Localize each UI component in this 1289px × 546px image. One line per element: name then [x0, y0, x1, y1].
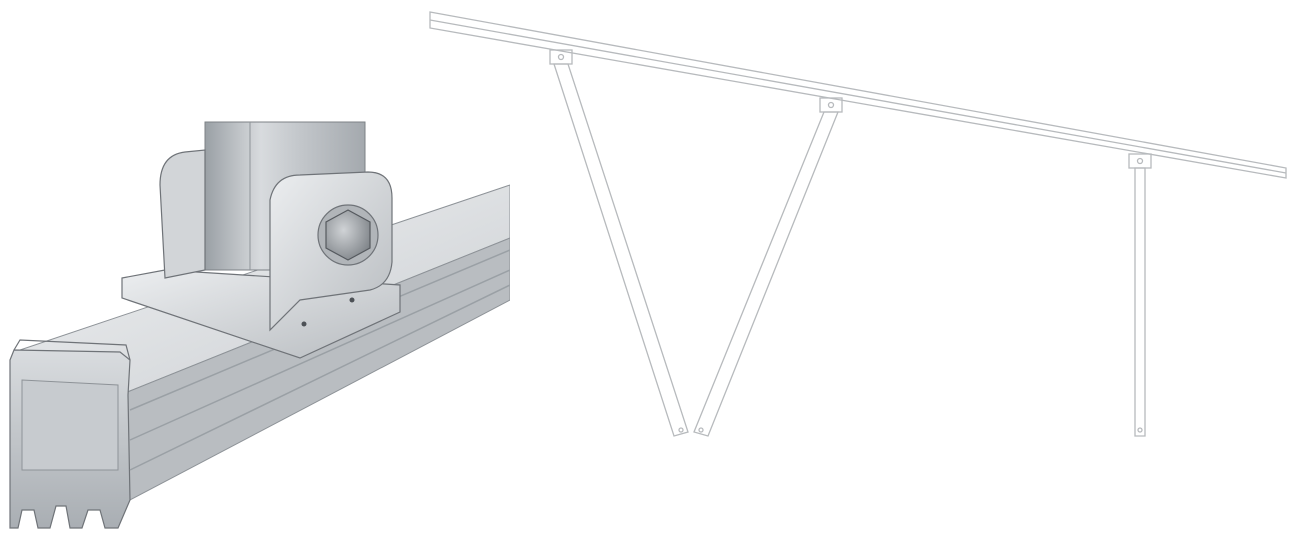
front-strut: [553, 63, 689, 437]
bracket-left-flange: [159, 149, 206, 279]
rail-end-inner-cavity: [21, 379, 119, 471]
rail-groove-line: [129, 284, 510, 471]
brace-foot-hole: [698, 427, 704, 433]
rail-connector: [1128, 153, 1152, 169]
detail-illustration: [9, 121, 510, 529]
plate-screw-hole: [301, 321, 307, 327]
top-rail: [429, 11, 1287, 179]
strut-foot-hole: [678, 427, 684, 433]
rail-groove-line: [129, 269, 510, 441]
leg-foot-hole: [1137, 427, 1143, 433]
rail-lip: [13, 339, 131, 361]
diagonal-brace: [693, 111, 839, 437]
rail-bracket-detail-view: [0, 0, 510, 546]
rear-leg: [1134, 167, 1146, 437]
connector-bolt: [827, 101, 835, 109]
hex-bolt-head: [325, 209, 371, 261]
plate-screw-hole: [349, 297, 355, 303]
top-rail-inner-line: [429, 19, 1287, 174]
structure-illustration: [429, 11, 1287, 437]
connector-bolt: [1136, 157, 1144, 165]
connector-bolt: [557, 53, 565, 61]
support-structure-line-drawing: [420, 0, 1289, 546]
